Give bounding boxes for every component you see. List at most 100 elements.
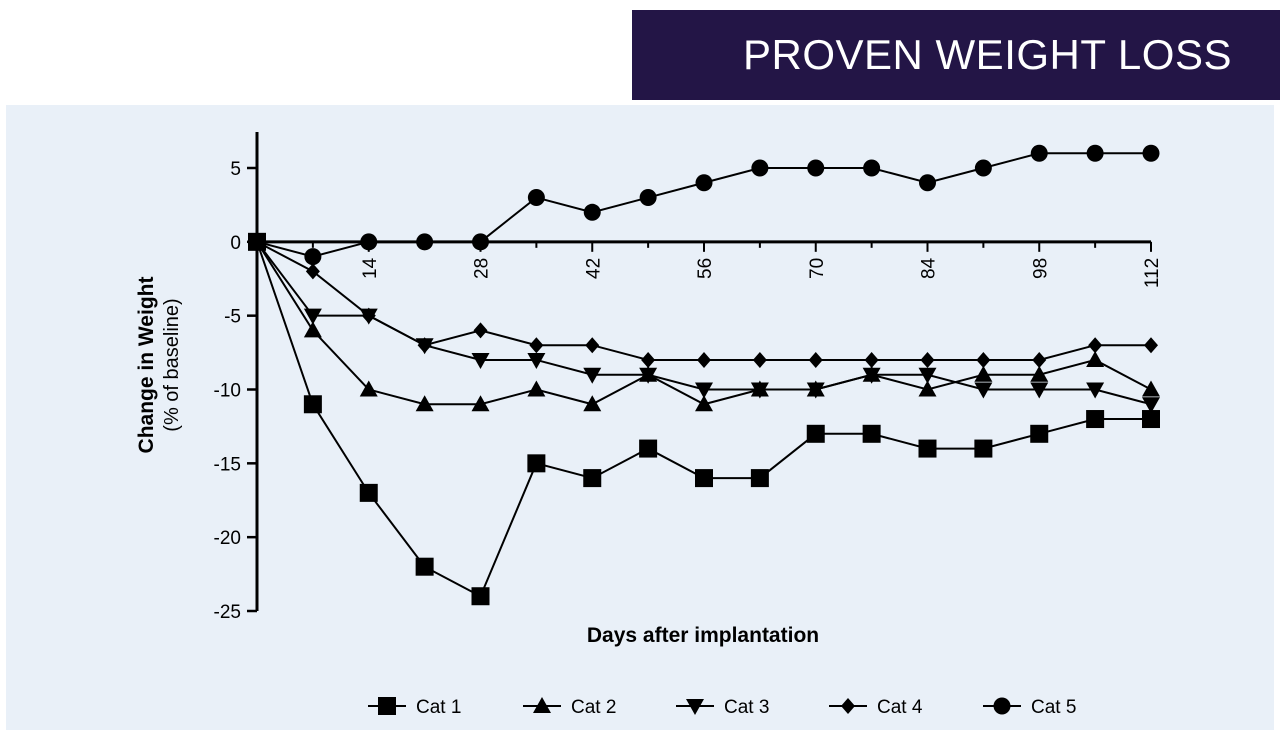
data-point-cat-2 <box>695 395 713 412</box>
data-point-cat-2 <box>974 365 993 382</box>
data-point-cat-3 <box>806 382 825 399</box>
y-tick-label: -5 <box>224 307 241 328</box>
data-point-cat-1 <box>639 439 658 458</box>
y-tick-label: -25 <box>214 602 241 623</box>
x-tick-label-group: 28 <box>472 258 493 279</box>
legend-marker <box>841 698 855 714</box>
data-point-cat-4 <box>697 351 711 368</box>
data-point-cat-5 <box>527 189 545 207</box>
data-point-cat-1 <box>918 439 937 458</box>
series-line-cat-1 <box>256 241 1151 598</box>
y-axis-sublabel: (% of baseline) <box>161 298 183 431</box>
data-point-cat-4 <box>361 307 376 324</box>
data-point-cat-5 <box>304 248 322 266</box>
data-point-cat-2 <box>918 380 937 397</box>
x-tick-label: 14 <box>360 257 381 279</box>
y-tick-label: -20 <box>214 528 241 549</box>
data-point-cat-2 <box>471 395 490 412</box>
data-point-cat-5 <box>583 203 601 221</box>
data-point-cat-4 <box>641 351 656 368</box>
title-banner: PROVEN WEIGHT LOSS <box>632 10 1280 100</box>
data-point-cat-2 <box>583 395 602 412</box>
data-point-cat-1 <box>415 557 434 576</box>
data-point-cat-2 <box>1086 350 1105 367</box>
legend-marker <box>686 699 704 715</box>
x-tick-label-group: 70 <box>807 258 828 279</box>
y-tick-label: -10 <box>214 381 241 402</box>
data-point-cat-1 <box>303 395 322 414</box>
x-tick-label: 28 <box>472 258 493 279</box>
data-point-cat-5 <box>472 233 489 251</box>
x-tick-label-group: 84 <box>919 257 940 279</box>
data-point-cat-5 <box>974 159 992 177</box>
data-point-cat-4 <box>1088 337 1103 354</box>
legend-label: Cat 1 <box>416 697 461 718</box>
data-point-cat-2 <box>527 380 546 397</box>
series-lines <box>256 152 1152 598</box>
x-tick-label-group: 56 <box>695 258 716 279</box>
legend-item-cat-4: Cat 4 <box>829 697 923 718</box>
legend-label: Cat 2 <box>571 697 616 718</box>
legend-item-cat-5: Cat 5 <box>983 697 1076 718</box>
x-tick-label: 42 <box>583 258 604 279</box>
data-point-cat-1 <box>750 469 769 488</box>
data-point-cat-1 <box>974 439 993 458</box>
legend-item-cat-1: Cat 1 <box>368 697 461 718</box>
legend-label: Cat 3 <box>724 697 769 718</box>
data-point-cat-3 <box>750 382 769 399</box>
data-point-cat-5 <box>1086 144 1104 162</box>
data-point-cat-1 <box>471 587 490 606</box>
data-point-cat-1 <box>583 469 602 488</box>
data-point-cat-3 <box>1142 397 1160 414</box>
y-tick-label: -15 <box>214 454 241 475</box>
data-point-cat-4 <box>585 337 600 354</box>
x-tick-label: 112 <box>1142 258 1163 288</box>
data-point-cat-2 <box>359 380 378 397</box>
data-point-cat-4 <box>305 263 320 280</box>
legend-marker <box>533 697 551 713</box>
data-point-cat-3 <box>527 352 546 369</box>
data-point-cat-3 <box>583 367 602 384</box>
data-point-cat-4 <box>1144 337 1158 354</box>
legend-label: Cat 5 <box>1031 697 1076 718</box>
data-point-cat-4 <box>864 351 879 368</box>
legend: Cat 1 Cat 2 Cat 3 Cat 4 Cat 5 <box>368 697 1076 718</box>
x-tick-label-group: 42 <box>583 258 604 279</box>
legend-item-cat-2: Cat 2 <box>523 697 616 718</box>
data-point-cat-1 <box>1030 424 1049 443</box>
y-tick-label: 0 <box>230 233 241 254</box>
data-point-cat-5 <box>751 159 769 177</box>
data-point-cat-5 <box>416 233 434 251</box>
legend-marker <box>378 697 396 715</box>
x-axis-label: Days after implantation <box>587 624 819 647</box>
data-point-cat-1 <box>806 424 825 443</box>
data-point-cat-4 <box>1032 351 1047 368</box>
data-point-cat-3 <box>303 308 322 325</box>
data-point-cat-5 <box>1142 144 1160 162</box>
data-point-cat-1 <box>695 469 713 488</box>
data-point-cat-3 <box>918 367 937 384</box>
legend-item-cat-3: Cat 3 <box>676 697 769 718</box>
data-point-cat-4 <box>529 337 544 354</box>
x-tick-label-group: 98 <box>1030 258 1051 279</box>
data-point-cat-4 <box>920 351 935 368</box>
data-point-cat-3 <box>1086 382 1105 399</box>
chart-axes: 5 0 -5 -10 -15 -20 -25 14 28 42 56 70 84 98 112 <box>214 132 1163 623</box>
x-tick-label: 70 <box>807 258 828 279</box>
data-point-cat-5 <box>639 189 657 207</box>
y-tick-label: 5 <box>230 159 241 180</box>
y-axis-label: Change in Weight <box>135 277 158 454</box>
x-tick-label: 98 <box>1030 258 1051 279</box>
data-point-cat-1 <box>1086 410 1105 429</box>
data-point-cat-4 <box>417 337 432 354</box>
data-point-cat-3 <box>471 352 490 369</box>
x-tick-label: 56 <box>695 258 716 279</box>
data-point-cat-5 <box>248 233 266 251</box>
data-point-cat-3 <box>862 367 881 384</box>
x-tick-label-group: 14 <box>360 257 381 279</box>
data-point-cat-1 <box>527 454 546 473</box>
data-point-cat-2 <box>303 321 322 338</box>
data-point-cat-3 <box>1030 382 1049 399</box>
data-point-cat-5 <box>863 159 881 177</box>
